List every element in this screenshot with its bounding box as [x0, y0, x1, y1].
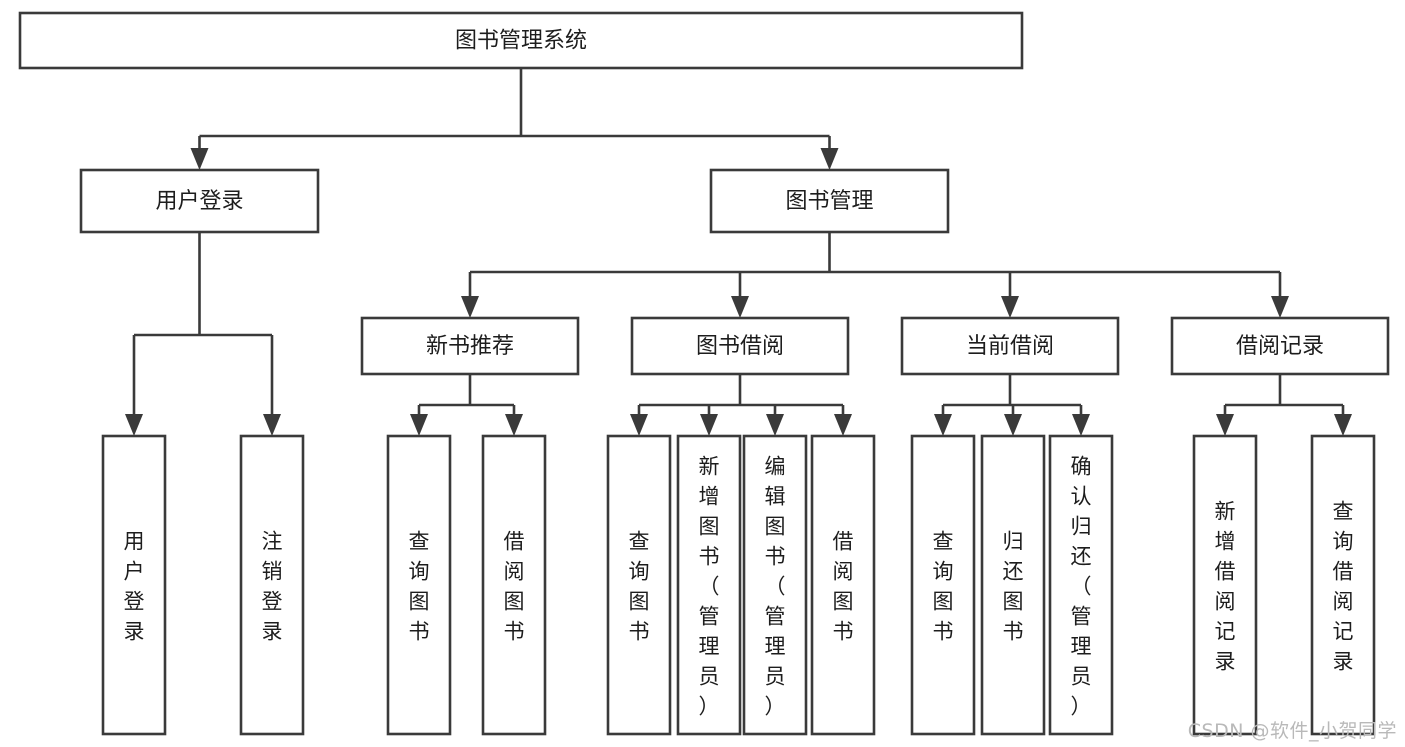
- node-label: 借阅图书: [504, 529, 525, 643]
- node-box: [481, 434, 547, 736]
- node-leaf-edit-book[interactable]: 编辑图书（管理员）: [742, 434, 808, 736]
- node-leaf-borrow-book-2[interactable]: 借阅图书: [810, 434, 876, 736]
- node-leaf-user-logout[interactable]: 注销登录: [239, 434, 305, 736]
- arrow-head-icon: [505, 414, 523, 436]
- node-box: [910, 434, 976, 736]
- node-box: [980, 434, 1046, 736]
- arrow-head-icon: [1004, 414, 1022, 436]
- node-box: [18, 11, 1024, 70]
- node-book-management[interactable]: 图书管理: [709, 168, 950, 234]
- arrow-head-icon: [934, 414, 952, 436]
- node-leaf-add-book[interactable]: 新增图书（管理员）: [676, 434, 742, 736]
- node-label: 新增图书（管理员）: [699, 454, 720, 718]
- node-label: 归还图书: [1003, 529, 1024, 643]
- arrow-head-icon: [263, 414, 281, 436]
- node-leaf-confirm-return[interactable]: 确认归还（管理员）: [1048, 434, 1114, 736]
- nodes-layer: 图书管理系统用户登录用户登录注销登录图书管理新书推荐查询图书借阅图书图书借阅查询…: [18, 11, 1390, 736]
- arrow-head-icon: [700, 414, 718, 436]
- node-book-borrow[interactable]: 图书借阅: [630, 316, 850, 376]
- node-box: [630, 316, 850, 376]
- arrow-head-icon: [834, 414, 852, 436]
- node-label: 借阅记录: [1236, 334, 1324, 359]
- node-user-login[interactable]: 用户登录: [79, 168, 320, 234]
- arrow-head-icon: [1334, 414, 1352, 436]
- node-leaf-return-book[interactable]: 归还图书: [980, 434, 1046, 736]
- arrow-head-icon: [190, 148, 209, 170]
- arrow-head-icon: [125, 414, 143, 436]
- node-box: [900, 316, 1120, 376]
- node-label: 编辑图书（管理员）: [765, 454, 786, 718]
- arrow-head-icon: [630, 414, 648, 436]
- arrow-head-icon: [820, 148, 839, 170]
- node-box: [606, 434, 672, 736]
- arrow-head-icon: [410, 414, 428, 436]
- node-borrow-record[interactable]: 借阅记录: [1170, 316, 1390, 376]
- node-new-book-recommend[interactable]: 新书推荐: [360, 316, 580, 376]
- edges-layer: [125, 68, 1352, 436]
- node-label: 图书借阅: [696, 334, 784, 359]
- node-label: 注销登录: [262, 529, 283, 643]
- node-leaf-add-borrow-record[interactable]: 新增借阅记录: [1192, 434, 1258, 736]
- node-leaf-query-book-2[interactable]: 查询图书: [606, 434, 672, 736]
- node-leaf-query-borrow-record[interactable]: 查询借阅记录: [1310, 434, 1376, 736]
- node-box: [360, 316, 580, 376]
- node-label: 用户登录: [124, 529, 145, 643]
- arrow-head-icon: [1216, 414, 1234, 436]
- node-label: 用户登录: [155, 189, 243, 214]
- node-box: [239, 434, 305, 736]
- arrow-head-icon: [731, 296, 749, 318]
- arrow-head-icon: [1072, 414, 1090, 436]
- node-box: [1192, 434, 1258, 736]
- node-label: 新书推荐: [426, 334, 514, 359]
- node-box: [1310, 434, 1376, 736]
- node-box: [101, 434, 167, 736]
- node-label: 查询图书: [933, 529, 954, 643]
- node-box: [1170, 316, 1390, 376]
- node-box: [1048, 434, 1114, 736]
- node-leaf-query-book-3[interactable]: 查询图书: [910, 434, 976, 736]
- node-leaf-borrow-book-1[interactable]: 借阅图书: [481, 434, 547, 736]
- node-box: [79, 168, 320, 234]
- node-label: 图书管理: [785, 189, 873, 214]
- node-label: 图书管理系统: [455, 29, 587, 54]
- node-label: 新增借阅记录: [1215, 499, 1236, 673]
- node-root[interactable]: 图书管理系统: [18, 11, 1024, 70]
- node-label: 当前借阅: [966, 334, 1054, 359]
- node-label: 查询图书: [629, 529, 650, 643]
- arrow-head-icon: [766, 414, 784, 436]
- node-box: [676, 434, 742, 736]
- node-label: 确认归还（管理员）: [1071, 454, 1092, 718]
- node-label: 查询图书: [409, 529, 430, 643]
- arrow-head-icon: [1271, 296, 1289, 318]
- arrow-head-icon: [461, 296, 479, 318]
- node-box: [810, 434, 876, 736]
- node-leaf-query-book-1[interactable]: 查询图书: [386, 434, 452, 736]
- node-label: 查询借阅记录: [1333, 499, 1354, 673]
- node-leaf-user-login[interactable]: 用户登录: [101, 434, 167, 736]
- node-current-borrow[interactable]: 当前借阅: [900, 316, 1120, 376]
- node-box: [386, 434, 452, 736]
- node-box: [742, 434, 808, 736]
- node-label: 借阅图书: [833, 529, 854, 643]
- node-box: [709, 168, 950, 234]
- arrow-head-icon: [1001, 296, 1019, 318]
